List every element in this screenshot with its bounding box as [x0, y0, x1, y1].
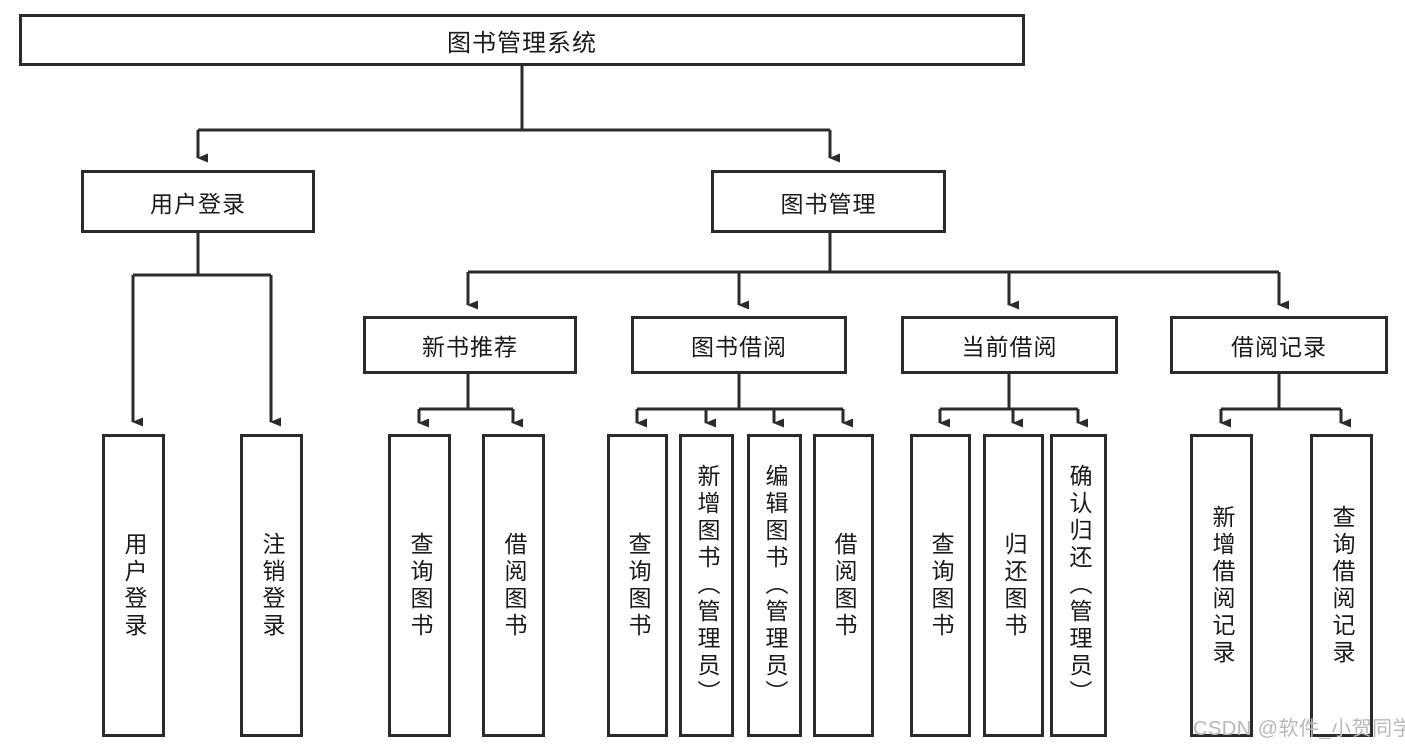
- node-leaf-add-book-label: 新增图书（管理员）: [694, 464, 720, 707]
- node-leaf-query-book-3[interactable]: 查询图书: [910, 434, 971, 737]
- node-leaf-user-logout-label: 注销登录: [259, 531, 285, 640]
- node-borrow-record[interactable]: 借阅记录: [1170, 316, 1388, 374]
- node-current-borrow-label: 当前借阅: [961, 334, 1058, 360]
- node-leaf-query-book-1[interactable]: 查询图书: [388, 434, 451, 737]
- node-book-manage-label: 图书管理: [780, 190, 877, 217]
- node-user-login-label: 用户登录: [150, 190, 246, 217]
- node-leaf-user-login-label: 用户登录: [121, 531, 147, 640]
- node-leaf-edit-book[interactable]: 编辑图书（管理员）: [747, 434, 802, 737]
- node-current-borrow[interactable]: 当前借阅: [901, 316, 1118, 374]
- node-leaf-borrow-book-1[interactable]: 借阅图书: [482, 434, 545, 737]
- node-leaf-user-logout[interactable]: 注销登录: [240, 434, 303, 737]
- node-leaf-add-record-label: 新增借阅记录: [1209, 504, 1235, 667]
- node-leaf-borrow-book-2[interactable]: 借阅图书: [813, 434, 874, 737]
- node-leaf-edit-book-label: 编辑图书（管理员）: [762, 464, 788, 707]
- node-leaf-query-book-1-label: 查询图书: [407, 531, 433, 640]
- node-leaf-borrow-book-2-label: 借阅图书: [831, 531, 857, 640]
- node-book-manage[interactable]: 图书管理: [711, 170, 946, 233]
- node-leaf-user-login[interactable]: 用户登录: [102, 434, 165, 737]
- node-leaf-return-book-label: 归还图书: [1001, 531, 1027, 640]
- node-leaf-add-record[interactable]: 新增借阅记录: [1190, 434, 1253, 737]
- node-root[interactable]: 图书管理系统: [19, 14, 1025, 66]
- node-book-borrow[interactable]: 图书借阅: [631, 316, 847, 374]
- node-new-book-rec[interactable]: 新书推荐: [363, 316, 577, 374]
- node-leaf-query-record[interactable]: 查询借阅记录: [1310, 434, 1373, 737]
- node-leaf-confirm-return-label: 确认归还（管理员）: [1066, 464, 1092, 707]
- node-leaf-query-book-2[interactable]: 查询图书: [607, 434, 668, 737]
- node-root-label: 图书管理系统: [447, 29, 597, 57]
- node-user-login[interactable]: 用户登录: [81, 170, 315, 233]
- node-leaf-query-book-3-label: 查询图书: [928, 531, 954, 640]
- csdn-watermark: CSDN @软件_小贺同学: [1193, 718, 1405, 740]
- node-leaf-borrow-book-1-label: 借阅图书: [501, 531, 527, 640]
- node-leaf-return-book[interactable]: 归还图书: [983, 434, 1044, 737]
- node-leaf-confirm-return[interactable]: 确认归还（管理员）: [1050, 434, 1107, 737]
- node-book-borrow-label: 图书借阅: [691, 334, 787, 360]
- node-new-book-rec-label: 新书推荐: [422, 334, 518, 360]
- node-leaf-query-record-label: 查询借阅记录: [1329, 504, 1355, 667]
- node-borrow-record-label: 借阅记录: [1231, 334, 1327, 360]
- node-leaf-query-book-2-label: 查询图书: [625, 531, 651, 640]
- node-leaf-add-book[interactable]: 新增图书（管理员）: [679, 434, 734, 737]
